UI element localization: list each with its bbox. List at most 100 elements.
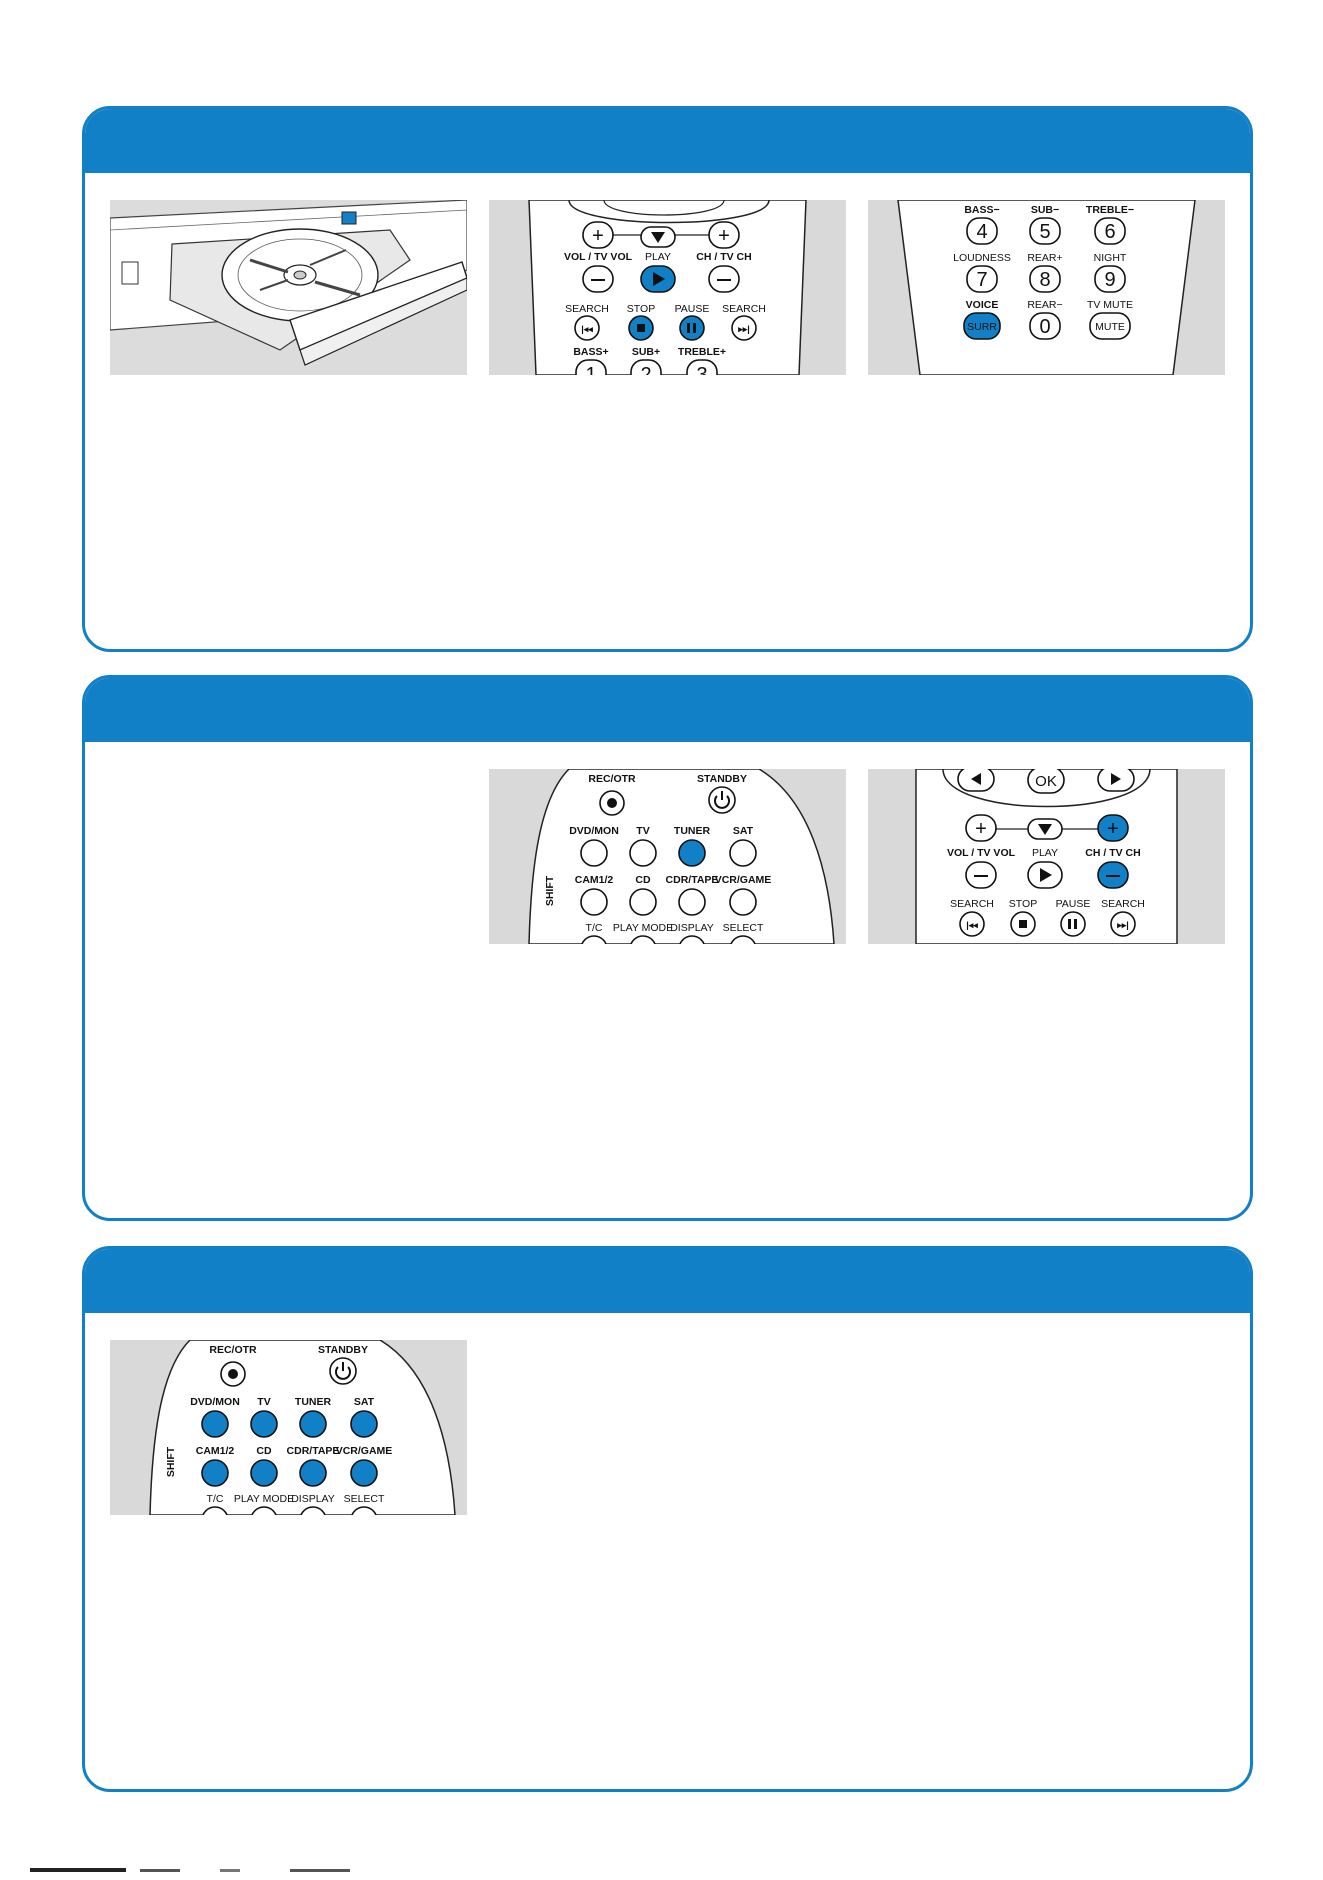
bass-minus-label: BASS− xyxy=(964,204,999,216)
remote-nav-panel: OK + + VOL / TV VOL PLAY CH / TV CH SEAR… xyxy=(868,769,1225,944)
cdr-button[interactable] xyxy=(299,1459,327,1487)
section-2-header-band xyxy=(85,678,1250,742)
svg-text:+: + xyxy=(1107,818,1119,840)
stop-button[interactable] xyxy=(628,315,654,341)
right-arrow-button[interactable] xyxy=(1097,769,1135,792)
svg-text:+: + xyxy=(592,225,604,247)
tv-label: TV xyxy=(636,825,649,837)
search-forward-button[interactable]: ▸▸| xyxy=(1110,911,1136,937)
left-arrow-button[interactable] xyxy=(957,769,995,792)
search-forward-button[interactable]: ▸▸| xyxy=(731,315,757,341)
cd-button[interactable] xyxy=(250,1459,278,1487)
vcr-label: VCR/GAME xyxy=(336,1445,393,1457)
dvd-button[interactable] xyxy=(580,839,608,867)
key-5-button[interactable]: 5 xyxy=(1029,217,1061,245)
svg-text:6: 6 xyxy=(1104,221,1115,243)
play-button[interactable] xyxy=(640,265,676,293)
pause-label: PAUSE xyxy=(675,303,710,315)
play-button[interactable] xyxy=(1027,861,1063,889)
ch-plus-button[interactable]: + xyxy=(1097,814,1129,842)
player-illustration xyxy=(110,200,467,375)
svg-text:|◂◂: |◂◂ xyxy=(966,920,978,930)
vol-minus-button[interactable] xyxy=(582,265,614,293)
vol-label: VOL / TV VOL xyxy=(564,251,633,263)
search-left-label: SEARCH xyxy=(565,303,609,315)
surr-button[interactable]: SURR xyxy=(963,312,1001,340)
search-back-button[interactable]: |◂◂ xyxy=(574,315,600,341)
svg-text:▸▸|: ▸▸| xyxy=(737,324,750,334)
dvd-button[interactable] xyxy=(201,1410,229,1438)
playmode-label: PLAY MODE xyxy=(613,922,673,934)
svg-text:8: 8 xyxy=(1039,269,1050,291)
rec-button[interactable] xyxy=(599,790,625,816)
vcr-button[interactable] xyxy=(729,888,757,916)
cam-label: CAM1/2 xyxy=(575,874,614,886)
standby-label: STANDBY xyxy=(318,1344,368,1356)
play-label: PLAY xyxy=(1032,847,1058,859)
playmode-label: PLAY MODE xyxy=(234,1493,294,1505)
rec-button[interactable] xyxy=(220,1361,246,1387)
vcr-button[interactable] xyxy=(350,1459,378,1487)
sat-button[interactable] xyxy=(729,839,757,867)
tv-button[interactable] xyxy=(629,839,657,867)
pause-button[interactable] xyxy=(679,315,705,341)
key-8-button[interactable]: 8 xyxy=(1029,265,1061,293)
pause-button[interactable] xyxy=(1060,911,1086,937)
mute-button[interactable]: MUTE xyxy=(1089,312,1131,340)
ch-label: CH / TV CH xyxy=(696,251,751,263)
rear-plus-label: REAR+ xyxy=(1027,252,1062,264)
key-4-button[interactable]: 4 xyxy=(966,217,998,245)
search-right-label: SEARCH xyxy=(1101,898,1145,910)
vol-plus-button[interactable]: + xyxy=(965,814,997,842)
key-1-button[interactable]: 1 xyxy=(575,359,607,375)
standby-button[interactable] xyxy=(708,786,736,814)
svg-text:5: 5 xyxy=(1039,221,1050,243)
tc-label: T/C xyxy=(207,1493,224,1505)
vol-minus-button[interactable] xyxy=(965,861,997,889)
tv-label: TV xyxy=(257,1396,270,1408)
cam-button[interactable] xyxy=(201,1459,229,1487)
svg-text:4: 4 xyxy=(976,221,987,243)
key-2-button[interactable]: 2 xyxy=(630,359,662,375)
sat-button[interactable] xyxy=(350,1410,378,1438)
search-back-button[interactable]: |◂◂ xyxy=(959,911,985,937)
tuner-button[interactable] xyxy=(678,839,706,867)
key-0-button[interactable]: 0 xyxy=(1029,312,1061,340)
key-6-button[interactable]: 6 xyxy=(1094,217,1126,245)
remote-transport-panel: + + VOL / TV VOL PLAY CH / TV CH xyxy=(489,200,846,375)
bass-plus-label: BASS+ xyxy=(573,346,608,358)
treble-plus-label: TREBLE+ xyxy=(678,346,726,358)
cdr-button[interactable] xyxy=(678,888,706,916)
stop-label: STOP xyxy=(627,303,655,315)
tuner-button[interactable] xyxy=(299,1410,327,1438)
display-label: DISPLAY xyxy=(670,922,714,934)
key-7-button[interactable]: 7 xyxy=(966,265,998,293)
vol-plus-button[interactable]: + xyxy=(582,221,614,249)
cd-button[interactable] xyxy=(629,888,657,916)
pause-label: PAUSE xyxy=(1056,898,1091,910)
ch-minus-button[interactable] xyxy=(708,265,740,293)
standby-button[interactable] xyxy=(329,1357,357,1385)
stop-button[interactable] xyxy=(1010,911,1036,937)
ch-plus-button[interactable]: + xyxy=(708,221,740,249)
shift-label: SHIFT xyxy=(165,1446,177,1477)
ch-minus-button[interactable] xyxy=(1097,861,1129,889)
tuner-label: TUNER xyxy=(295,1396,332,1408)
select-label: SELECT xyxy=(723,922,764,934)
svg-text:|◂◂: |◂◂ xyxy=(581,324,593,334)
key-3-button[interactable]: 3 xyxy=(686,359,718,375)
tv-button[interactable] xyxy=(250,1410,278,1438)
disc-tray-icon xyxy=(110,200,467,375)
cd-label: CD xyxy=(256,1445,272,1457)
ok-button[interactable]: OK xyxy=(1027,769,1065,794)
key-9-button[interactable]: 9 xyxy=(1094,265,1126,293)
down-arrow-button[interactable] xyxy=(640,226,676,248)
remote-keypad-panel: BASS− SUB− TREBLE− 4 5 6 LOUDNESS REAR+ … xyxy=(868,200,1225,375)
cam-button[interactable] xyxy=(580,888,608,916)
sat-label: SAT xyxy=(354,1396,375,1408)
section-1-header-band xyxy=(85,109,1250,173)
dvd-label: DVD/MON xyxy=(190,1396,240,1408)
rec-label: REC/OTR xyxy=(588,773,636,785)
down-arrow-button[interactable] xyxy=(1027,818,1063,840)
svg-text:2: 2 xyxy=(640,364,651,375)
